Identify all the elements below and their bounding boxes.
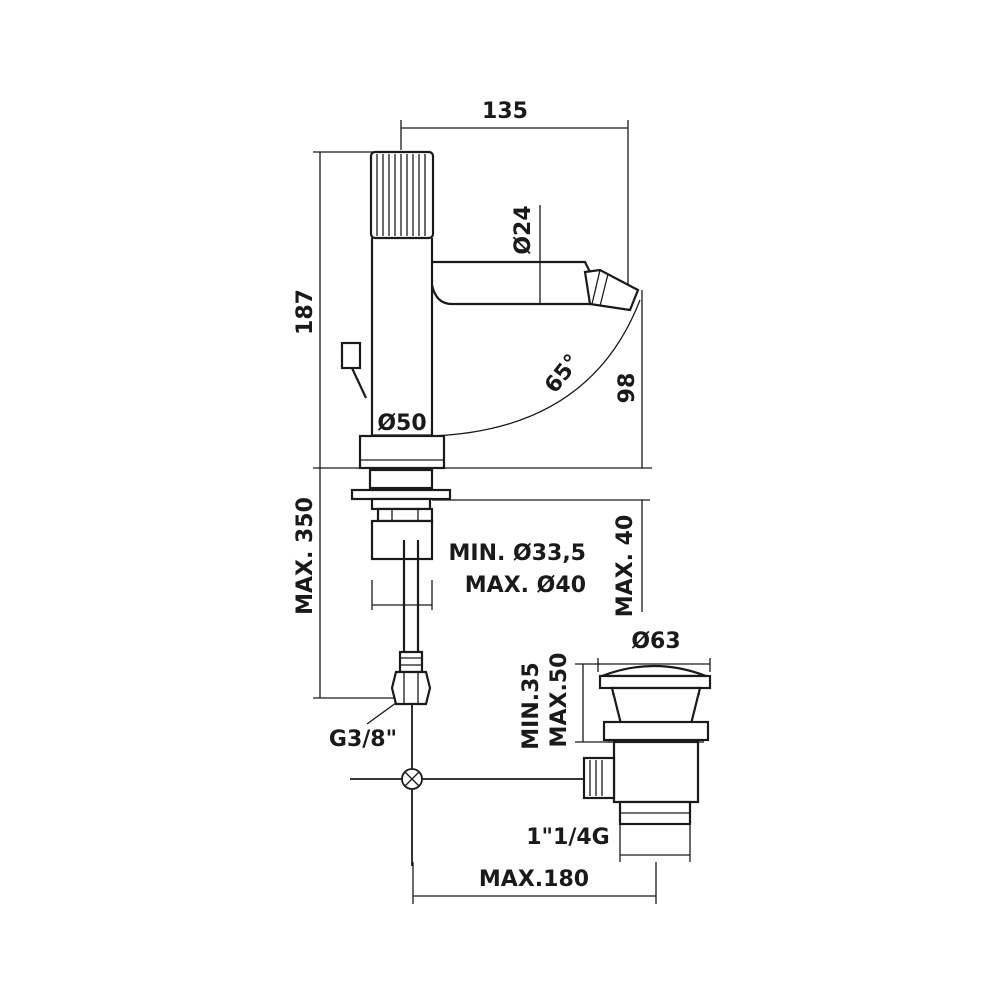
dimension-labels: 135 187 Ø24 Ø50 65° 98 MAX. 350 MIN. Ø33… xyxy=(293,99,681,892)
dim-spout-diameter: Ø24 xyxy=(511,205,536,254)
handle-knurling xyxy=(376,154,426,236)
dim-135: 135 xyxy=(482,99,528,124)
popup-linkage xyxy=(350,704,590,866)
faucet-body xyxy=(340,150,640,706)
dim-187: 187 xyxy=(293,289,318,335)
dim-max-40: MAX. 40 xyxy=(613,515,638,618)
dim-98: 98 xyxy=(615,373,640,404)
dim-max-180: MAX.180 xyxy=(479,867,589,892)
dim-waste-diameter: Ø63 xyxy=(631,629,680,654)
dim-base-diameter: Ø50 xyxy=(377,411,426,436)
dim-waste-max: MAX.50 xyxy=(547,653,572,748)
dim-max-350: MAX. 350 xyxy=(293,497,318,615)
dim-hole-min: MIN. Ø33,5 xyxy=(449,541,587,566)
dim-waste-min: MIN.35 xyxy=(519,662,544,749)
waste-fitting xyxy=(582,664,712,826)
dim-hole-max: MAX. Ø40 xyxy=(465,573,586,598)
dim-waste-thread: 1"1/4G xyxy=(526,825,609,850)
dim-angle: 65° xyxy=(540,350,585,398)
dim-connection: G3/8" xyxy=(329,727,397,752)
